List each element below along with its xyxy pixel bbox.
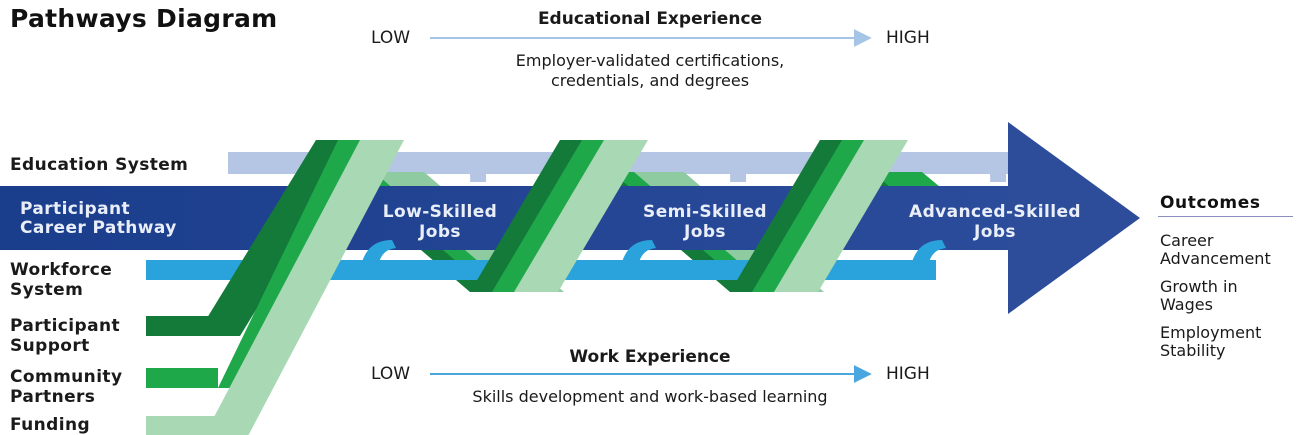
education-band-curl-1 bbox=[456, 152, 487, 182]
ribbon-front-segments bbox=[196, 140, 908, 435]
educational-experience-description-line1: Employer-validated certifications, bbox=[515, 51, 785, 70]
workforce-band-curl-1 bbox=[360, 240, 396, 272]
outcome-employment-stability: Employment Stability bbox=[1160, 324, 1261, 360]
work-experience-high: HIGH bbox=[886, 364, 930, 384]
outcome-career-advancement: Career Advancement bbox=[1160, 232, 1271, 268]
outcome-employment-stability-line1: Employment bbox=[1160, 323, 1262, 342]
work-experience-heading: Work Experience bbox=[569, 347, 731, 367]
semi-skilled-jobs-line2: Jobs bbox=[684, 222, 726, 242]
advanced-skilled-jobs-label: Advanced-Skilled Jobs bbox=[890, 202, 1100, 242]
outcome-growth-in-wages: Growth in Wages bbox=[1160, 278, 1238, 314]
participant-career-pathway-label-line1: Participant bbox=[20, 199, 130, 219]
education-band-curl-2 bbox=[716, 152, 747, 182]
educational-experience-description-line2: credentials, and degrees bbox=[550, 71, 750, 90]
workforce-system-label-line1: Workforce bbox=[10, 260, 113, 280]
community-partners-label-line2: Partners bbox=[10, 387, 96, 407]
workforce-band-curl-2 bbox=[620, 240, 656, 272]
outcomes-heading: Outcomes bbox=[1160, 193, 1261, 213]
work-experience-description: Skills development and work-based learni… bbox=[472, 387, 828, 406]
outcome-career-advancement-line1: Career bbox=[1160, 231, 1214, 250]
work-experience-low: LOW bbox=[371, 364, 411, 384]
participant-career-pathway-label: Participant Career Pathway bbox=[20, 200, 177, 238]
pathway-arrow-head bbox=[1008, 122, 1140, 314]
education-band-curl-3 bbox=[976, 152, 1007, 182]
educational-experience-high: HIGH bbox=[886, 28, 930, 48]
community-partners-bar bbox=[146, 368, 218, 388]
outcome-growth-in-wages-line2: Wages bbox=[1160, 295, 1213, 314]
outcome-employment-stability-line2: Stability bbox=[1160, 341, 1226, 360]
community-partners-label: Community Partners bbox=[10, 367, 122, 407]
advanced-skilled-jobs-line1: Advanced-Skilled bbox=[909, 202, 1081, 222]
funding-bar bbox=[146, 416, 218, 435]
participant-support-label-line1: Participant bbox=[10, 316, 120, 336]
educational-experience-low: LOW bbox=[371, 28, 411, 48]
participant-support-label-line2: Support bbox=[10, 336, 90, 356]
educational-experience-heading: Educational Experience bbox=[537, 9, 763, 29]
community-partners-label-line1: Community bbox=[10, 367, 123, 387]
outcomes-divider bbox=[1158, 216, 1293, 217]
semi-skilled-jobs-label: Semi-Skilled Jobs bbox=[620, 202, 790, 242]
diagram-title: Pathways Diagram bbox=[10, 4, 278, 33]
outcome-career-advancement-line2: Advancement bbox=[1160, 249, 1271, 268]
education-system-label: Education System bbox=[10, 155, 189, 175]
outcome-growth-in-wages-line1: Growth in bbox=[1160, 277, 1238, 296]
advanced-skilled-jobs-line2: Jobs bbox=[974, 222, 1016, 242]
participant-support-bar bbox=[146, 316, 216, 336]
workforce-system-label-line2: System bbox=[10, 280, 84, 300]
participant-career-pathway-label-line2: Career Pathway bbox=[20, 218, 177, 238]
participant-support-label: Participant Support bbox=[10, 316, 120, 356]
low-skilled-jobs-line2: Jobs bbox=[419, 222, 461, 242]
semi-skilled-jobs-line1: Semi-Skilled bbox=[643, 202, 767, 222]
low-skilled-jobs-label: Low-Skilled Jobs bbox=[360, 202, 520, 242]
funding-label: Funding bbox=[10, 415, 91, 435]
educational-experience-description: Employer-validated certifications, crede… bbox=[440, 51, 860, 91]
low-skilled-jobs-line1: Low-Skilled bbox=[382, 202, 498, 222]
workforce-band-curl-3 bbox=[910, 240, 946, 272]
workforce-system-label: Workforce System bbox=[10, 260, 112, 300]
